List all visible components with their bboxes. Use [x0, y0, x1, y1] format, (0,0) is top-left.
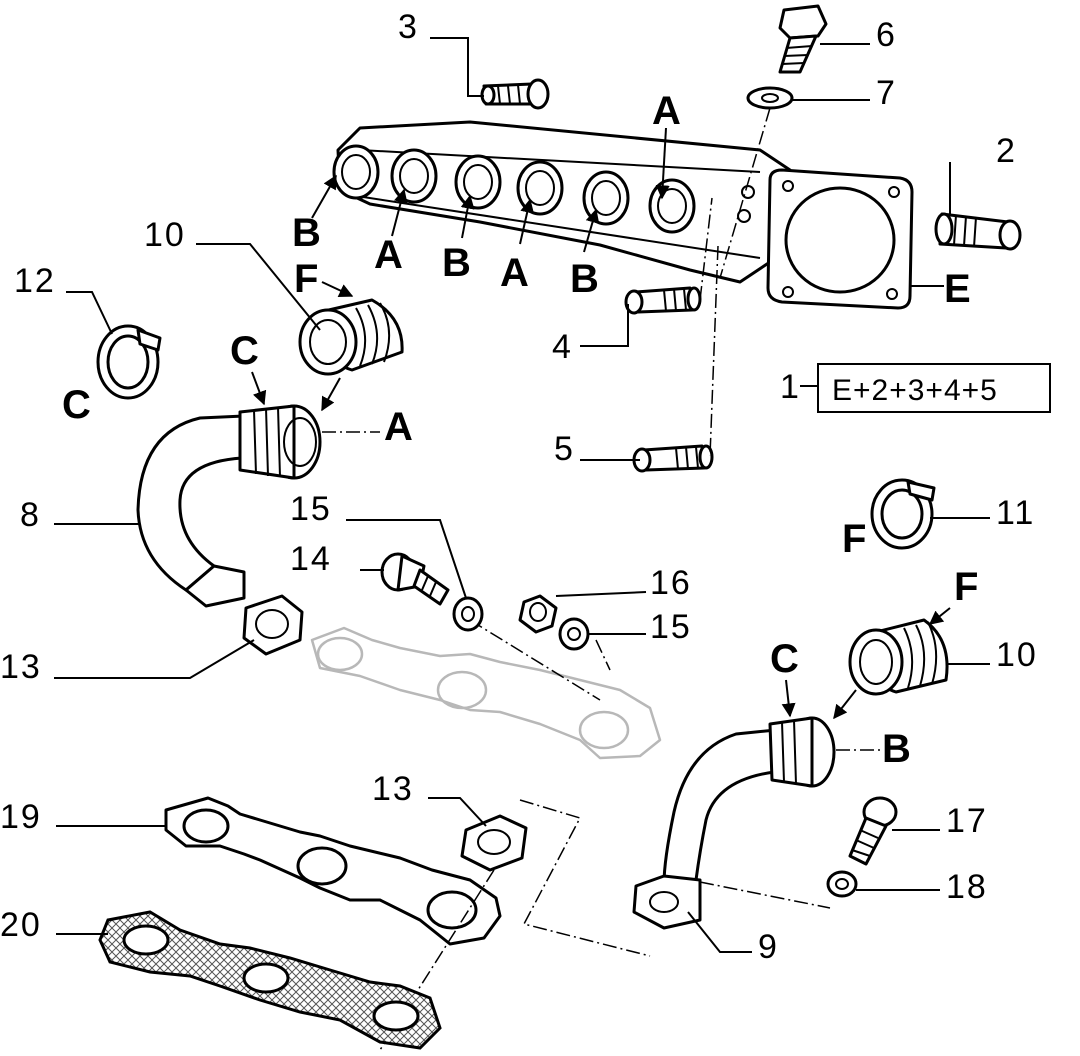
callout-17: 17 [946, 802, 988, 840]
nut-16 [518, 594, 558, 634]
washer-18 [826, 870, 858, 898]
stud-3 [480, 78, 550, 110]
letter-e: E [944, 267, 971, 311]
callout-6: 6 [876, 16, 897, 54]
letter-f-left: F [294, 257, 318, 301]
manifold-port [582, 170, 630, 226]
callout-14: 14 [290, 540, 332, 578]
number-labels: 3 6 7 2 4 5 10 12 8 13 14 15 16 15 11 10… [0, 8, 1038, 966]
manifold-port [648, 178, 696, 234]
washer-7 [746, 86, 794, 110]
callout-20: 20 [0, 906, 42, 944]
exhaust-manifold-19 [164, 796, 502, 946]
letter-c-pipe-right: C [770, 637, 799, 681]
letter-b-2: B [442, 241, 471, 285]
stud-5 [632, 444, 714, 473]
callout-2: 2 [996, 132, 1017, 170]
callout-18: 18 [946, 868, 988, 906]
letter-b-1: B [292, 211, 321, 255]
letter-a-top: A [652, 89, 681, 133]
bolt-17 [848, 796, 898, 866]
intake-manifold [332, 120, 914, 310]
callout-12: 12 [14, 262, 56, 300]
manifold-port [454, 154, 502, 210]
stud-2 [934, 212, 1022, 251]
gasket-13-left [242, 594, 304, 656]
callout-7: 7 [876, 74, 897, 112]
letter-a-pipe-left: A [384, 405, 413, 449]
callout-8: 8 [20, 496, 41, 534]
callout-13-left: 13 [0, 648, 42, 686]
callout-15-a: 15 [290, 490, 332, 528]
callout-10-right: 10 [996, 636, 1038, 674]
letter-labels: B A B A B A E F C C A F F C B [62, 89, 978, 771]
callout-1: 1 [780, 368, 801, 406]
washer-15-b [558, 617, 590, 651]
callout-16: 16 [650, 564, 692, 602]
exhaust-manifold-outline [310, 626, 662, 760]
letter-b-pipe-right: B [882, 727, 911, 771]
callout-11: 11 [996, 494, 1035, 532]
gasket-20 [98, 910, 442, 1050]
callout-4: 4 [552, 328, 573, 366]
callout-19: 19 [0, 798, 42, 836]
kit-formula-box: E+2+3+4+5 [817, 363, 1051, 413]
letter-a-1: A [374, 233, 403, 277]
clamp-12 [96, 324, 162, 400]
gasket-13-right [460, 814, 528, 872]
manifold-port [332, 144, 380, 200]
sleeve-10-right [848, 618, 949, 696]
clamp-11 [870, 478, 936, 550]
manifold-port [516, 160, 564, 216]
letter-a-2: A [500, 251, 529, 295]
kit-formula-text: E+2+3+4+5 [832, 374, 998, 407]
letter-b-3: B [570, 257, 599, 301]
stud-4 [624, 286, 702, 315]
callout-13-right: 13 [372, 770, 414, 808]
callout-5: 5 [554, 430, 575, 468]
leader-lines [54, 37, 990, 953]
pipe-9 [632, 716, 836, 930]
callout-10-left: 10 [144, 216, 186, 254]
bolt-14 [380, 552, 450, 606]
pipe-8 [136, 404, 322, 608]
bolt-6 [778, 4, 828, 74]
washer-15-a [452, 596, 484, 632]
throttle-flange [766, 168, 914, 310]
callout-9: 9 [758, 928, 779, 966]
manifold-port [390, 148, 438, 204]
callout-3: 3 [398, 8, 419, 46]
letter-f-clamp: F [842, 517, 866, 561]
letter-c-clamp: C [62, 383, 91, 427]
letter-c-pipe-left: C [230, 329, 259, 373]
callout-15-b: 15 [650, 608, 692, 646]
sleeve-10-left [298, 298, 404, 376]
letter-f-right: F [954, 565, 978, 609]
